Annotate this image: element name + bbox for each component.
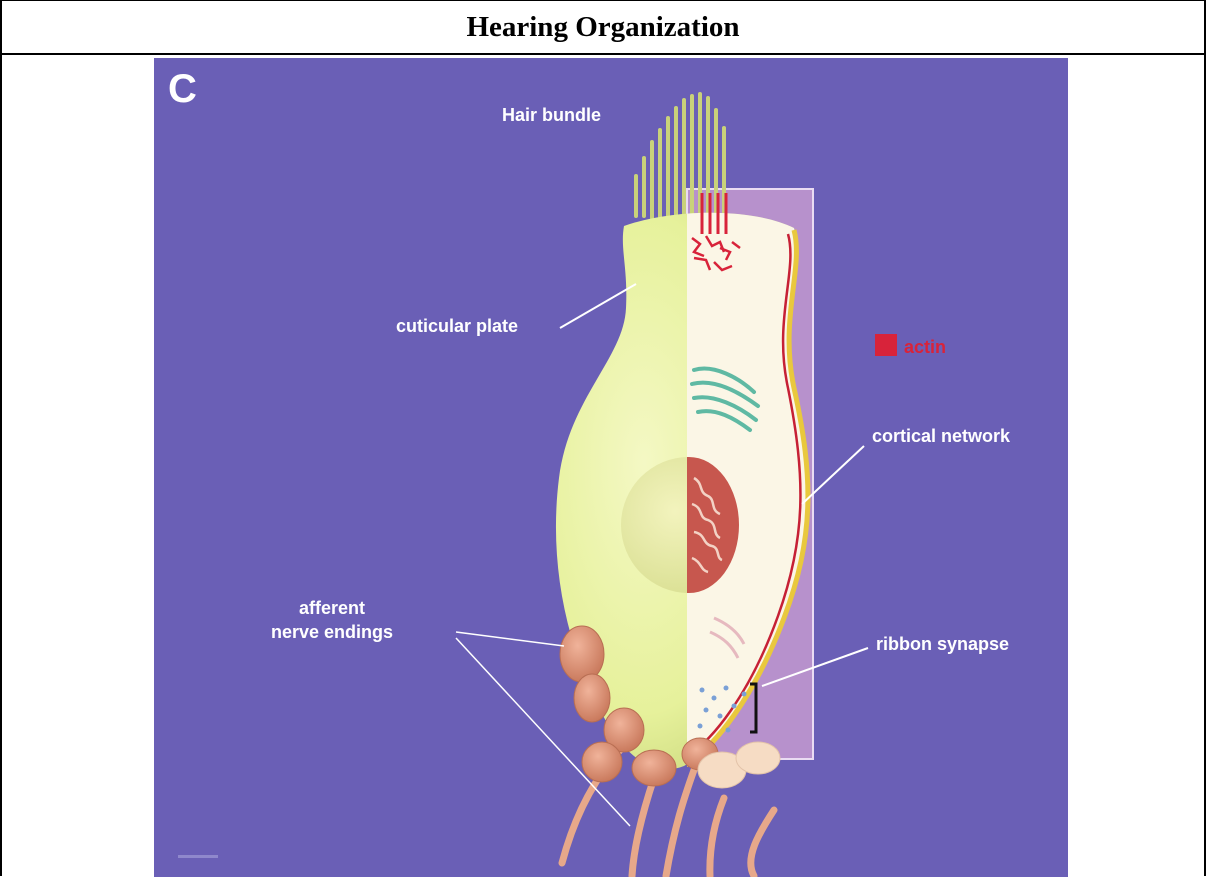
label-cortical-network: cortical network — [872, 426, 1011, 446]
label-cuticular-plate: cuticular plate — [396, 316, 518, 336]
page-title: Hearing Organization — [2, 1, 1204, 55]
hair-cell-figure: C — [154, 58, 1068, 877]
hair-cell-diagram: C — [154, 58, 1068, 877]
label-hair-bundle: Hair bundle — [502, 105, 601, 125]
panel-letter: C — [168, 67, 197, 111]
label-afferent-line1: afferent — [299, 598, 365, 618]
faint-corner-mark — [178, 855, 218, 858]
actin-swatch — [875, 334, 897, 356]
label-actin: actin — [904, 337, 946, 357]
label-afferent-line2: nerve endings — [271, 622, 393, 642]
label-ribbon-synapse: ribbon synapse — [876, 634, 1009, 654]
